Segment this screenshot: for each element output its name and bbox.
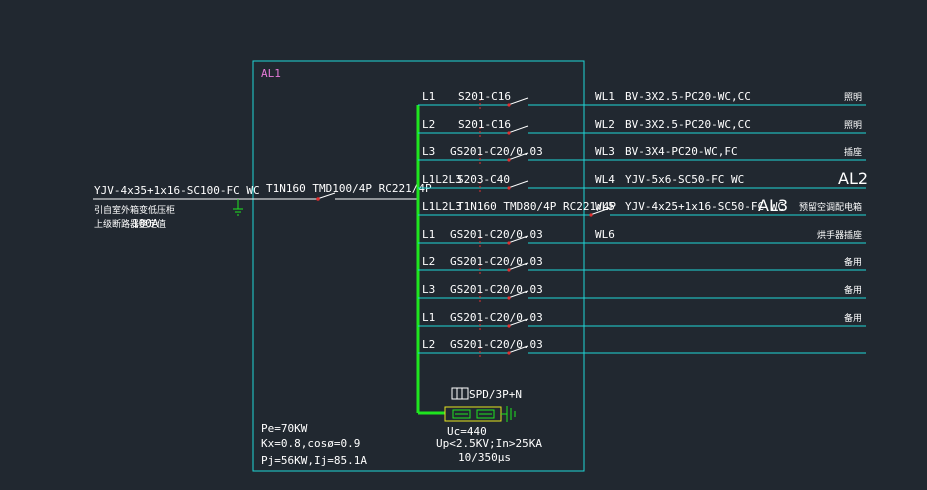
panel-border bbox=[252, 60, 585, 472]
circuit-breaker-contact bbox=[507, 262, 529, 271]
circuit-use: 照明 bbox=[844, 92, 862, 103]
summary-kx: Kx=0.8,cosø=0.9 bbox=[261, 437, 360, 450]
circuit-use: 插座 bbox=[844, 146, 862, 158]
circuit-breaker-contact bbox=[507, 97, 529, 106]
circuit-phase: L1 bbox=[422, 90, 435, 103]
circuit-breaker-dot bbox=[507, 241, 511, 245]
circuit-id: WL4 bbox=[595, 173, 615, 186]
circuit-breaker-contact bbox=[507, 125, 529, 134]
circuit-phase: L1 bbox=[422, 228, 435, 241]
circuit-id: WL3 bbox=[595, 145, 615, 158]
circuit-cable: BV-3X2.5-PC20-WC,CC bbox=[625, 90, 751, 103]
circuit-use-large: AL3 bbox=[758, 196, 788, 215]
incoming-note-1: 引自室外箱变低压柜 bbox=[94, 204, 175, 216]
circuit-use: 备用 bbox=[844, 312, 862, 324]
circuit-breaker: S203-C40 bbox=[457, 173, 510, 186]
circuit-id: WL2 bbox=[595, 118, 615, 131]
circuit-breaker-contact bbox=[507, 345, 529, 354]
circuit-breaker: S201-C16 bbox=[458, 90, 511, 103]
circuit-cable: BV-3X4-PC20-WC,FC bbox=[625, 145, 738, 158]
circuit-id: WL6 bbox=[595, 228, 615, 241]
circuit-phase: L2 bbox=[422, 338, 435, 351]
circuit-breaker-contact bbox=[507, 180, 529, 189]
circuit-breaker-dot bbox=[507, 103, 511, 107]
circuit-breaker-dot bbox=[507, 131, 511, 135]
circuit-use: 照明 bbox=[844, 120, 862, 131]
circuit-breaker-contact bbox=[507, 290, 529, 299]
incoming-breaker-contact bbox=[316, 192, 336, 200]
circuit-breaker: GS201-C20/0.03 bbox=[450, 228, 543, 241]
circuit-breaker-dot bbox=[589, 213, 593, 217]
circuit-breaker: T1N160 TMD80/4P RC221/4P bbox=[457, 200, 616, 213]
ground-symbol-icon bbox=[233, 199, 243, 216]
circuit-breaker-contact bbox=[589, 207, 611, 216]
circuit-phase: L1 bbox=[422, 311, 435, 324]
circuit-use-large: AL2 bbox=[838, 169, 868, 188]
circuit-breaker: GS201-C20/0.03 bbox=[450, 338, 543, 351]
circuit-breaker-contact bbox=[507, 235, 529, 244]
circuit-use: 烘手器插座 bbox=[817, 229, 862, 241]
spd-wave: 10/350μs bbox=[458, 451, 511, 464]
incoming-breaker: T1N160 TMD100/4P RC221/4P bbox=[266, 182, 432, 195]
circuit-phase: L2 bbox=[422, 255, 435, 268]
circuit-breaker-dot bbox=[507, 186, 511, 190]
circuit-phase: L3 bbox=[422, 283, 435, 296]
circuit-phase: L1L2L3 bbox=[422, 200, 462, 213]
spd-device bbox=[444, 387, 516, 422]
circuit-breaker-dot bbox=[507, 296, 511, 300]
circuit-cable: YJV-5x6-SC50-FC WC bbox=[625, 173, 744, 186]
spd-up: Up<2.5KV;In>25KA bbox=[436, 437, 542, 450]
incoming-note-2: 上级断路器整定值 bbox=[94, 218, 166, 230]
circuit-breaker-dot bbox=[507, 268, 511, 272]
circuit-phase: L3 bbox=[422, 145, 435, 158]
circuit-id: WL5 bbox=[595, 200, 615, 213]
circuit-phase: L2 bbox=[422, 118, 435, 131]
circuit-use: 预留空调配电箱 bbox=[799, 201, 862, 213]
circuit-breaker: GS201-C20/0.03 bbox=[450, 145, 543, 158]
circuit-cable: BV-3X2.5-PC20-WC,CC bbox=[625, 118, 751, 131]
incoming-note-2-value: 100A bbox=[132, 217, 159, 230]
circuit-phase: L1L2L3 bbox=[422, 173, 462, 186]
spd-uc: Uc=440 bbox=[447, 425, 487, 438]
circuit-breaker: GS201-C20/0.03 bbox=[450, 311, 543, 324]
circuit-breaker: GS201-C20/0.03 bbox=[450, 255, 543, 268]
summary-pj: Pj=56KW,Ij=85.1A bbox=[261, 454, 367, 467]
circuit-breaker-dot bbox=[507, 158, 511, 162]
circuit-breaker: S201-C16 bbox=[458, 118, 511, 131]
summary-pe: Pe=70KW bbox=[261, 422, 308, 435]
circuit-breaker-dot bbox=[507, 351, 511, 355]
panel-name: AL1 bbox=[261, 67, 281, 80]
incoming-breaker-dot bbox=[316, 197, 320, 201]
spd-label: SPD/3P+N bbox=[469, 388, 522, 401]
circuit-cable: YJV-4x25+1x16-SC50-FC WC bbox=[625, 200, 784, 213]
circuit-use: 备用 bbox=[844, 256, 862, 268]
circuit-breaker: GS201-C20/0.03 bbox=[450, 283, 543, 296]
circuit-use: 备用 bbox=[844, 284, 862, 296]
circuit-id: WL1 bbox=[595, 90, 615, 103]
incoming-cable: YJV-4x35+1x16-SC100-FC WC bbox=[94, 184, 260, 197]
circuit-breaker-contact bbox=[507, 152, 529, 161]
circuit-breaker-dot bbox=[507, 324, 511, 328]
circuit-breaker-contact bbox=[507, 318, 529, 327]
